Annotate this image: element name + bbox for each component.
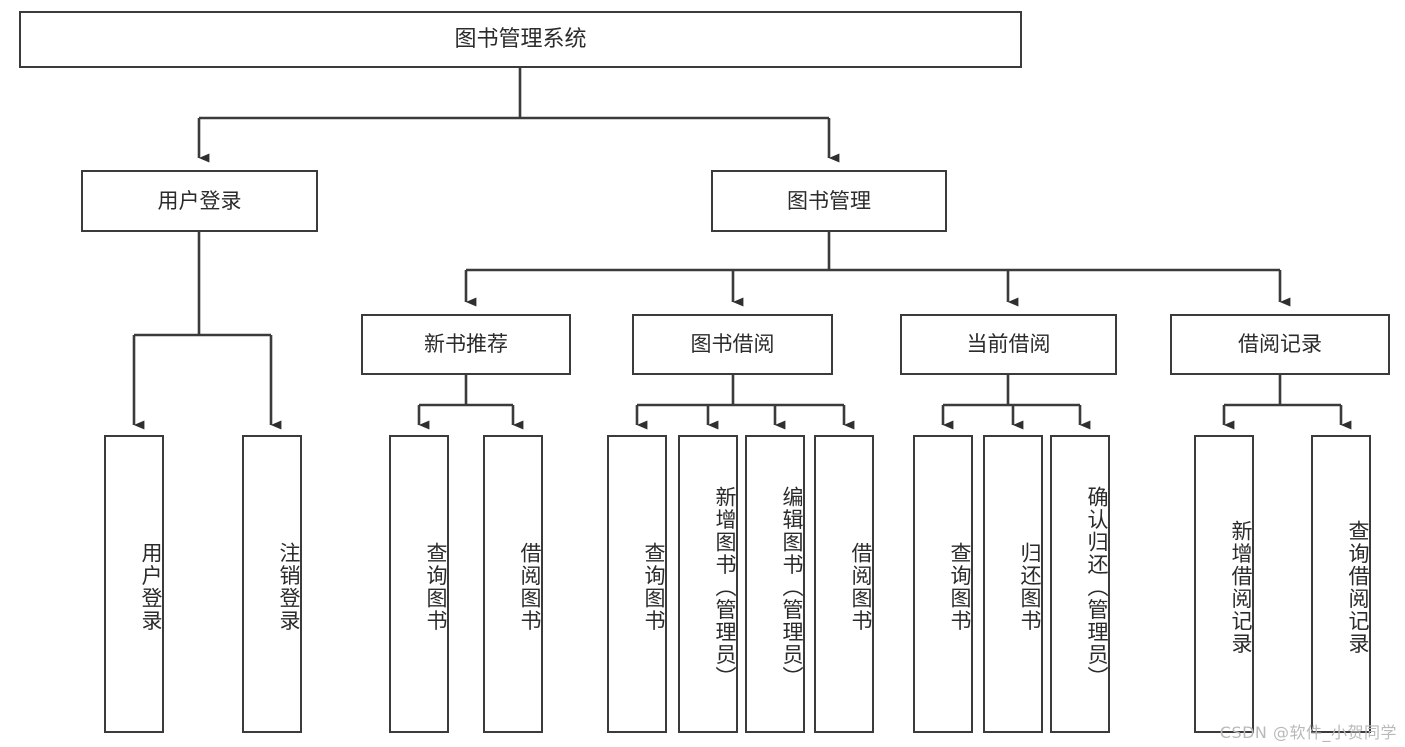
node-label: 用户登录 xyxy=(157,188,242,213)
node-root-system[interactable]: 图书管理系统 xyxy=(19,11,1022,68)
leaf-borrow-book[interactable]: 借阅图书 xyxy=(814,435,874,733)
node-label: 查询借阅记录 xyxy=(1346,519,1370,655)
leaf-borrow-book-recommend[interactable]: 借阅图书 xyxy=(483,435,543,733)
node-label: 注销登录 xyxy=(277,542,301,632)
watermark-text: CSDN @软件_小贺同学 xyxy=(1219,723,1397,742)
leaf-user-login[interactable]: 用户登录 xyxy=(104,435,164,733)
leaf-logout[interactable]: 注销登录 xyxy=(242,435,302,733)
node-borrow-records[interactable]: 借阅记录 xyxy=(1170,314,1390,375)
leaf-confirm-return-admin[interactable]: 确认归还（管理员） xyxy=(1050,435,1110,733)
node-book-borrow[interactable]: 图书借阅 xyxy=(632,314,833,375)
node-label: 查询图书 xyxy=(642,542,666,632)
node-user-login[interactable]: 用户登录 xyxy=(81,170,318,232)
leaf-return-book[interactable]: 归还图书 xyxy=(983,435,1043,733)
leaf-edit-book-admin[interactable]: 编辑图书（管理员） xyxy=(745,435,805,733)
node-label: 查询图书 xyxy=(424,542,448,632)
leaf-query-book-current[interactable]: 查询图书 xyxy=(913,435,973,733)
node-label: 归还图书 xyxy=(1018,542,1042,632)
node-label: 编辑图书（管理员） xyxy=(780,485,804,689)
node-label: 新增借阅记录 xyxy=(1229,519,1253,655)
node-current-borrow[interactable]: 当前借阅 xyxy=(900,314,1117,375)
node-label: 借阅图书 xyxy=(849,542,873,632)
node-label: 新增图书（管理员） xyxy=(713,485,737,689)
node-book-management[interactable]: 图书管理 xyxy=(711,170,947,232)
node-new-book-recommend[interactable]: 新书推荐 xyxy=(361,314,571,375)
leaf-add-book-admin[interactable]: 新增图书（管理员） xyxy=(678,435,738,733)
node-label: 当前借阅 xyxy=(966,332,1051,357)
node-label: 图书借阅 xyxy=(690,332,775,357)
node-label: 用户登录 xyxy=(139,542,163,632)
node-label: 确认归还（管理员） xyxy=(1085,485,1109,689)
leaf-query-book-borrow[interactable]: 查询图书 xyxy=(607,435,667,733)
node-label: 查询图书 xyxy=(948,542,972,632)
leaf-query-borrow-record[interactable]: 查询借阅记录 xyxy=(1311,435,1371,733)
leaf-query-book-recommend[interactable]: 查询图书 xyxy=(389,435,449,733)
node-label: 图书管理 xyxy=(787,188,871,213)
node-label: 借阅记录 xyxy=(1238,332,1322,357)
node-label: 图书管理系统 xyxy=(454,26,587,52)
leaf-add-borrow-record[interactable]: 新增借阅记录 xyxy=(1194,435,1254,733)
node-label: 新书推荐 xyxy=(424,332,508,357)
node-label: 借阅图书 xyxy=(518,542,542,632)
